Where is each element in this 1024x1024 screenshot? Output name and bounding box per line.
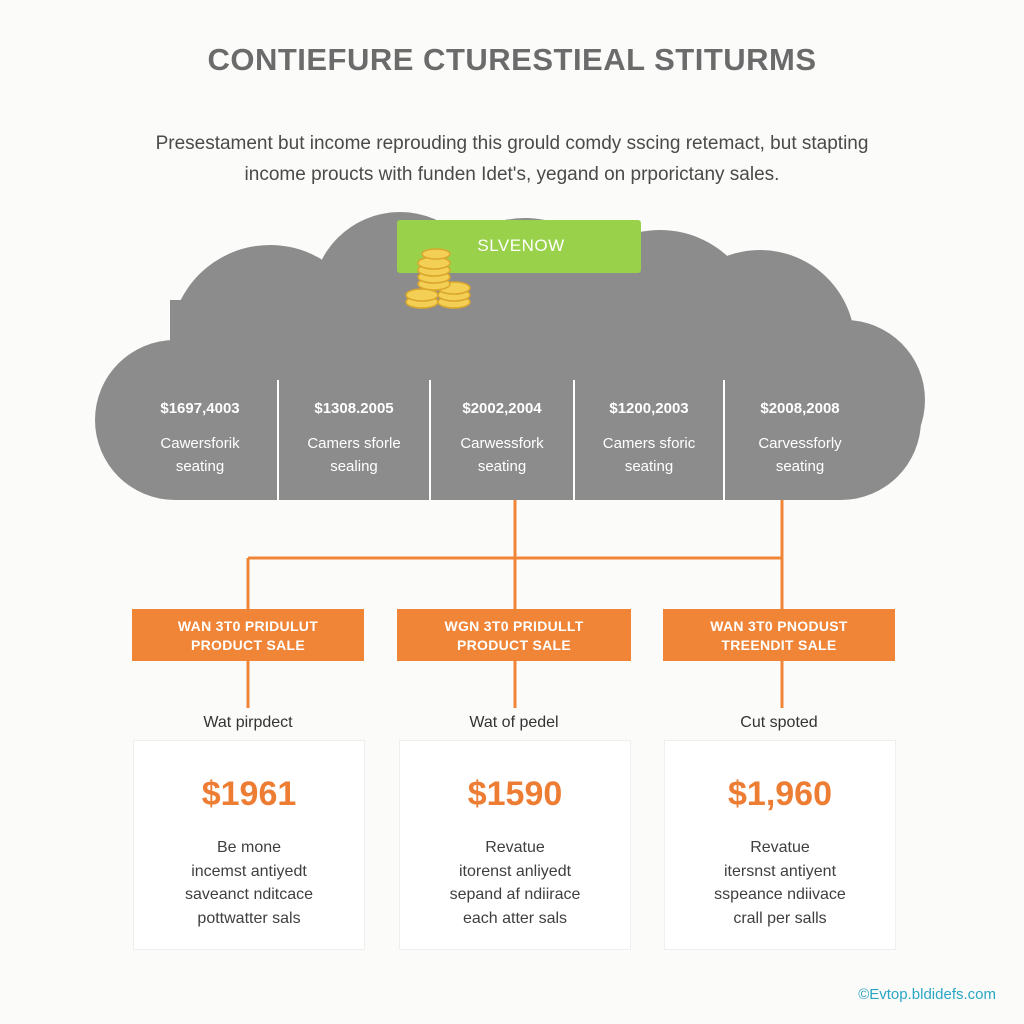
product-box: WAN 3T0 PNODUST TREENDIT SALE (663, 609, 895, 661)
card-text-line: Revatue (750, 839, 810, 856)
connector-lines (246, 500, 784, 708)
product-sublabel: Wat pirpdect (203, 714, 293, 731)
cell-desc: Carvessforly seating (724, 432, 876, 478)
cell-desc: Cawersforik seating (122, 432, 278, 478)
card-text: Revatue itorenst anliyedt sepand af ndii… (400, 836, 630, 930)
cell-amount: $2008,2008 (760, 400, 840, 417)
card-text-line: itersnst antiyent (723, 862, 837, 880)
card-text-line: incemst antiyedt (191, 862, 307, 880)
cell-amount: $1697,4003 (160, 400, 240, 417)
cell-desc-line-2: seating (477, 458, 527, 475)
cloud-cell: $1308.2005 Camers sforle sealing (278, 390, 430, 490)
card-text-line: sepand af ndiirace (449, 886, 581, 903)
coin-stack-icon (405, 248, 471, 309)
card-text: Be mone incemst antiyedt saveanct nditca… (134, 836, 364, 930)
cell-desc-line-2: sealing (330, 458, 378, 475)
card-price: $1590 (467, 775, 563, 813)
cell-desc-line-1: Cawersforik (160, 435, 240, 452)
cell-desc: Camers sforle sealing (278, 432, 430, 478)
cloud-cell: $2008,2008 Carvessforly seating (724, 390, 876, 490)
price-card: $1,960 Revatue itersnst antiyent sspeanc… (664, 740, 896, 950)
cloud-cell: $1697,4003 Cawersforik seating (122, 390, 278, 490)
page-title: CONTIEFURE CTURESTIEAL STITURMS (207, 42, 817, 77)
cell-desc-line-1: Camers sforic (602, 435, 696, 452)
product-box-line-1: WAN 3T0 PRIDULUT (177, 618, 319, 634)
card-text-line: each atter sals (462, 909, 568, 927)
cell-amount: $2002,2004 (462, 400, 542, 417)
cell-desc-line-2: seating (624, 458, 674, 475)
product-box-line-1: WAN 3T0 PNODUST (710, 618, 848, 634)
card-text-line: Be mone (216, 839, 282, 856)
subtitle: Presestament but income reprouding this … (112, 128, 912, 190)
product-sublabel: Wat of pedel (469, 714, 559, 731)
card-text-line: Revatue (485, 839, 545, 856)
footer-credit[interactable]: ©Evtop.bldidefs.com (858, 986, 996, 1003)
card-price: $1,960 (728, 775, 832, 813)
product-box: WGN 3T0 PRIDULLT PRODUCT SALE (397, 609, 631, 661)
product-sublabel: Cut spoted (740, 714, 818, 731)
card-text-line: pottwatter sals (197, 909, 301, 927)
product-box: WAN 3T0 PRIDULUT PRODUCT SALE (132, 609, 364, 661)
cell-desc-line-1: Carwessfork (460, 435, 544, 452)
cell-amount: $1308.2005 (314, 400, 394, 417)
cell-desc-line-1: Camers sforle (307, 435, 401, 452)
card-text-line: itorenst anliyedt (458, 862, 572, 880)
cell-desc-line-1: Carvessforly (758, 435, 842, 452)
product-box-line-2: PRODUCT SALE (190, 637, 306, 653)
subtitle-line-2: income proucts with funden Idet's, yegan… (244, 164, 780, 185)
price-card: $1961 Be mone incemst antiyedt saveanct … (133, 740, 365, 950)
product-box-line-2: TREENDIT SALE (721, 637, 837, 653)
card-text-line: saveanct nditcace (184, 886, 314, 903)
card-text: Revatue itersnst antiyent sspeance ndiiv… (665, 836, 895, 930)
banner-label: SLVENOW (477, 236, 565, 255)
cell-desc-line-2: seating (775, 458, 825, 475)
product-box-line-1: WGN 3T0 PRIDULLT (444, 618, 584, 634)
cloud-dividers (277, 380, 725, 500)
card-text-line: sspeance ndiivace (714, 886, 846, 903)
cell-desc: Carwessfork seating (430, 432, 574, 478)
cell-amount: $1200,2003 (609, 400, 689, 417)
card-price: $1961 (201, 775, 297, 813)
cell-desc-line-2: seating (175, 458, 225, 475)
subtitle-line-1: Presestament but income reprouding this … (155, 133, 869, 154)
price-card: $1590 Revatue itorenst anliyedt sepand a… (399, 740, 631, 950)
card-text-line: crall per salls (733, 909, 827, 927)
cell-desc: Camers sforic seating (574, 432, 724, 478)
cloud-cell: $2002,2004 Carwessfork seating (430, 390, 574, 490)
product-box-line-2: PRODUCT SALE (456, 637, 572, 653)
cloud-cell: $1200,2003 Camers sforic seating (574, 390, 724, 490)
